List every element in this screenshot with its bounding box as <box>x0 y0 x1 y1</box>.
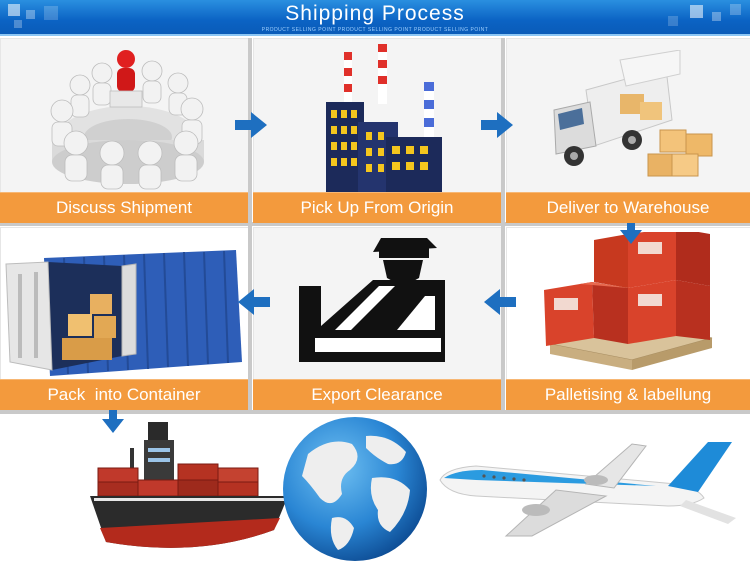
divider <box>0 410 750 414</box>
decorative-square <box>8 4 20 16</box>
left-arrow-icon <box>484 289 516 315</box>
right-arrow-icon <box>481 112 513 138</box>
decorative-square <box>730 4 741 15</box>
step-label-clearance: Export Clearance <box>253 379 501 410</box>
cargo-ship-icon <box>88 418 293 563</box>
page-title: Shipping Process <box>285 2 465 25</box>
customs-officer-icon <box>295 234 455 374</box>
factory-icon <box>326 42 446 192</box>
left-arrow-icon <box>238 289 270 315</box>
down-arrow-icon <box>102 405 124 433</box>
meeting-people-icon <box>40 45 215 190</box>
decorative-square <box>14 20 22 28</box>
decorative-square <box>26 10 35 19</box>
divider <box>0 222 750 226</box>
step-label-pickup: Pick Up From Origin <box>253 192 501 223</box>
pallet-boxes-icon <box>540 232 720 372</box>
header-banner: Shipping Process PRODUCT SELLING POINT P… <box>0 0 750 36</box>
right-arrow-icon <box>235 112 267 138</box>
step-label-discuss: Discuss Shipment <box>0 192 248 223</box>
shipping-container-icon <box>4 244 244 382</box>
step-label-pack: Pack into Container <box>0 379 248 410</box>
decorative-square <box>668 16 678 26</box>
delivery-truck-icon <box>540 50 725 190</box>
globe-icon <box>280 414 430 564</box>
step-label-deliver: Deliver to Warehouse <box>506 192 750 223</box>
step-label-palletising: Palletising & labellung <box>506 379 750 410</box>
decorative-square <box>690 5 703 18</box>
decorative-square <box>712 12 721 21</box>
page-subtitle: PRODUCT SELLING POINT PRODUCT SELLING PO… <box>261 27 489 33</box>
down-arrow-icon <box>620 216 642 244</box>
decorative-square <box>44 6 58 20</box>
airplane-icon <box>436 440 746 540</box>
